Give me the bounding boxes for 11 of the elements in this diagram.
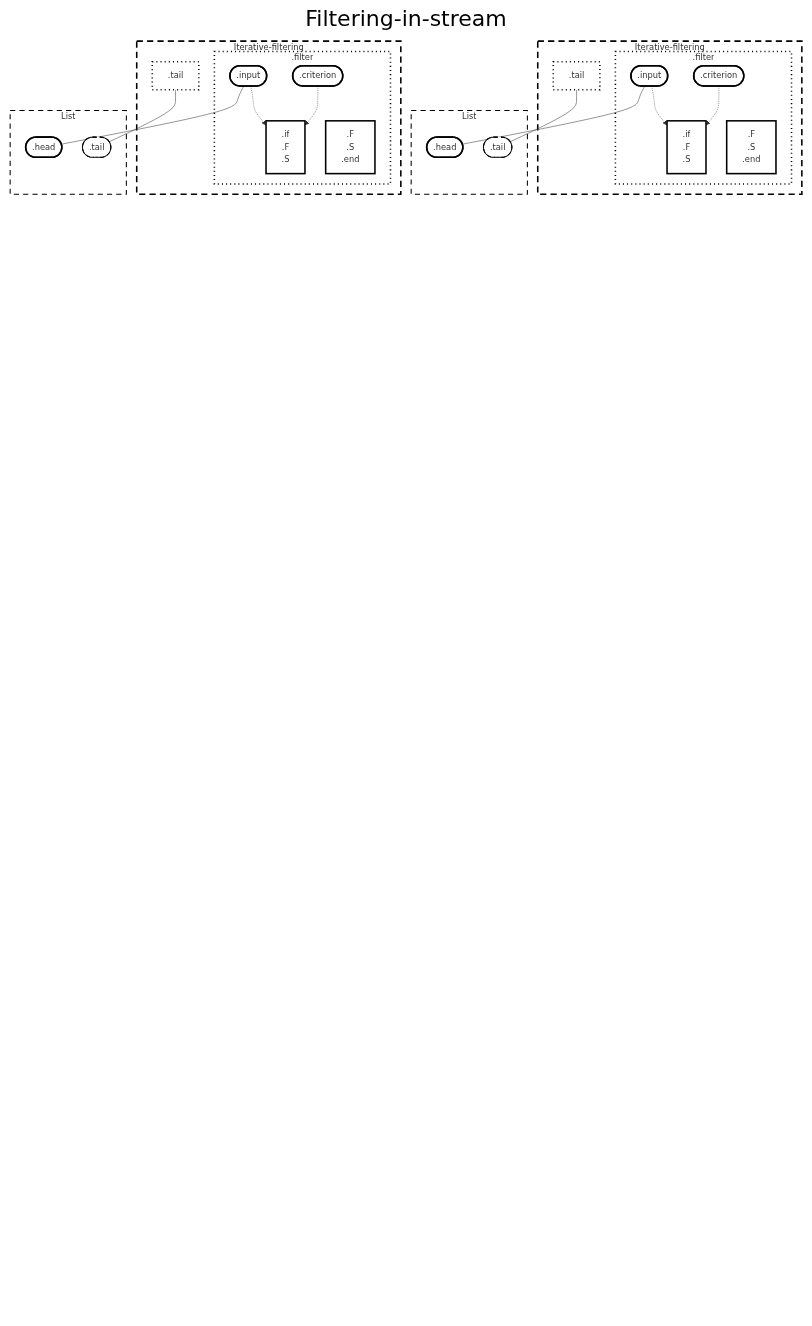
connector bbox=[510, 89, 577, 142]
node-box: .if .F .S bbox=[265, 120, 306, 175]
connector bbox=[462, 85, 645, 145]
node-box: .tail bbox=[151, 61, 200, 91]
node-box: .F .S .end bbox=[725, 120, 777, 175]
node-box: .tail bbox=[552, 61, 601, 91]
node-box: .F .S .end bbox=[324, 120, 376, 175]
node-box: .if .F .S bbox=[666, 120, 707, 175]
connector bbox=[61, 85, 244, 145]
panel-caption: Filtering-in-stream bbox=[305, 6, 507, 31]
connector bbox=[109, 89, 176, 142]
